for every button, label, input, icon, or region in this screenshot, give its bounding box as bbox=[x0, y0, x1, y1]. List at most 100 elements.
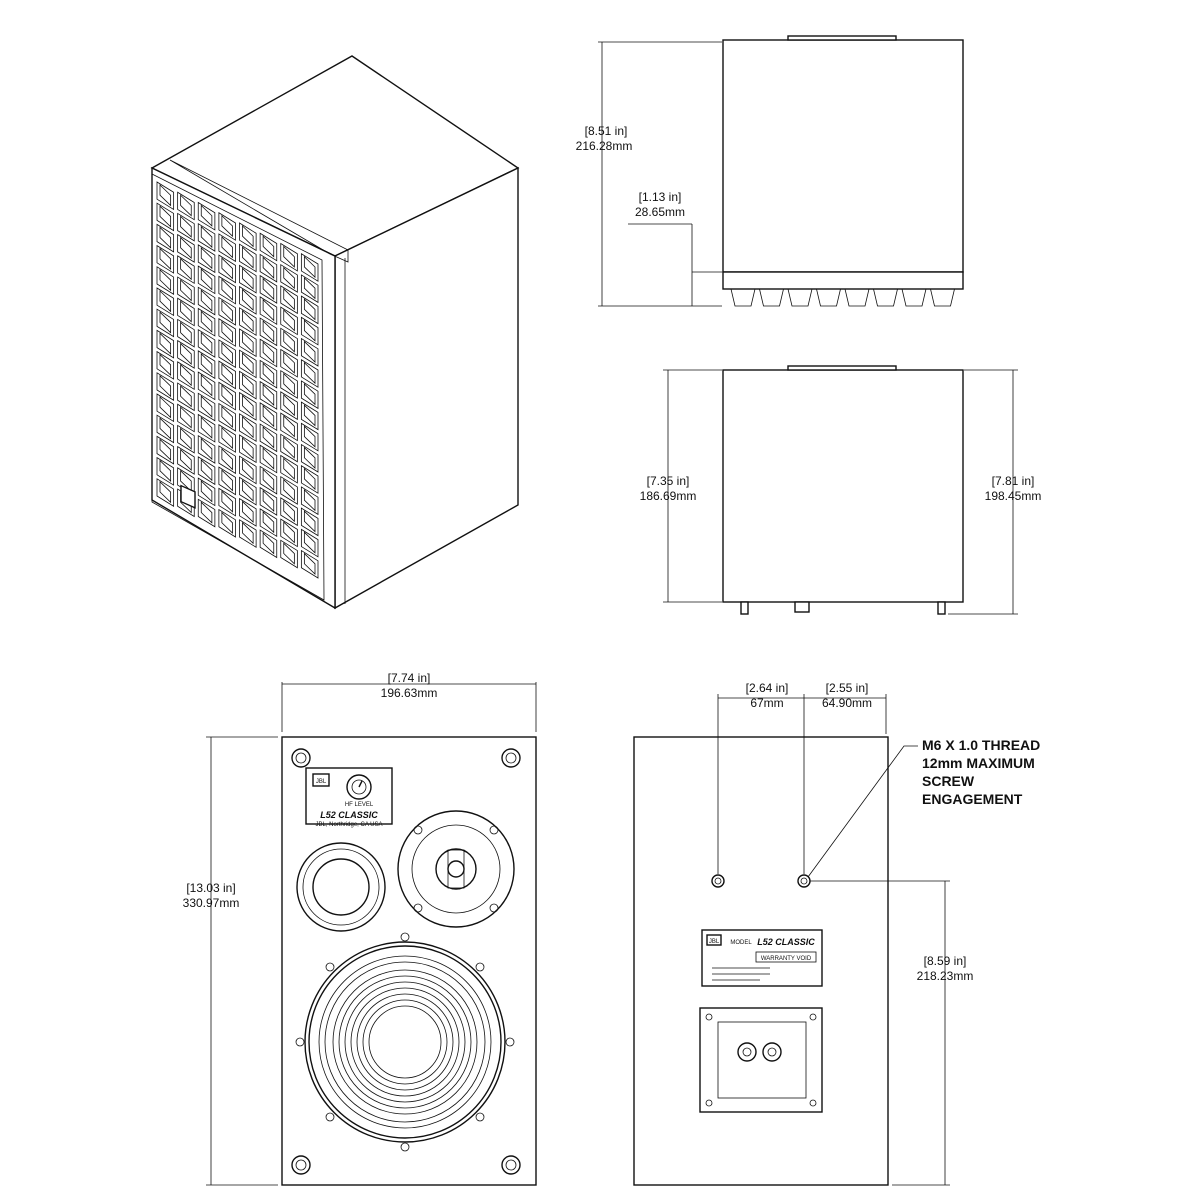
base-height-mm: 28.65mm bbox=[635, 205, 685, 219]
grille-cell bbox=[300, 486, 319, 516]
quadrex-grille bbox=[156, 181, 319, 579]
grille-cell bbox=[156, 414, 175, 444]
woofer-screw bbox=[325, 962, 335, 972]
grille-cell-inner bbox=[283, 287, 295, 311]
grille-cell bbox=[259, 402, 278, 432]
insert-left-mm: 67mm bbox=[750, 696, 783, 710]
grille-cell-inner bbox=[200, 289, 213, 312]
grille-cell-inner bbox=[221, 236, 233, 259]
woofer-screw bbox=[505, 1037, 515, 1047]
grille-cell-inner bbox=[303, 531, 316, 554]
grille-cell-inner bbox=[242, 479, 254, 502]
grille-cell-inner bbox=[221, 384, 233, 407]
grille-cell bbox=[156, 329, 175, 359]
insert-height-mm: 218.23mm bbox=[917, 969, 974, 983]
grille-cell-inner bbox=[303, 552, 316, 575]
top-cabinet bbox=[722, 369, 964, 603]
grille-cell-inner bbox=[159, 374, 172, 398]
grille-cell bbox=[280, 263, 298, 293]
rear-badge-text: JBL bbox=[709, 939, 720, 945]
woofer-ring bbox=[356, 993, 454, 1091]
terminal-cup bbox=[699, 1007, 823, 1113]
grille-cell bbox=[259, 465, 278, 495]
grille-cell-inner bbox=[221, 426, 233, 450]
grille-cell-inner bbox=[180, 427, 192, 450]
grille-cell bbox=[218, 254, 236, 284]
grille-cell-inner bbox=[159, 247, 172, 270]
grille-cell-inner bbox=[221, 511, 233, 534]
grille-cell bbox=[177, 255, 195, 285]
grille-cell-inner bbox=[200, 331, 213, 355]
grille-cell bbox=[259, 486, 278, 516]
binding-post-left[interactable] bbox=[737, 1042, 757, 1062]
grille-cell bbox=[280, 369, 298, 399]
grille-cell-inner bbox=[283, 499, 295, 523]
woofer-ring bbox=[344, 981, 466, 1103]
grille-cell bbox=[197, 307, 216, 337]
grille-cell bbox=[300, 507, 319, 537]
grille-cell-inner bbox=[159, 184, 172, 207]
grille-cell-inner bbox=[303, 446, 316, 469]
side-height-in: [8.51 in] bbox=[585, 124, 628, 138]
grille-cell-inner bbox=[200, 458, 213, 482]
grille-cell bbox=[197, 477, 216, 507]
grille-cell-inner bbox=[303, 383, 316, 406]
binding-post-right[interactable] bbox=[762, 1042, 782, 1062]
hf-level-knob[interactable] bbox=[346, 774, 372, 800]
warranty-void-label: WARRANTY VOID bbox=[761, 956, 812, 962]
grille-cell bbox=[300, 274, 319, 304]
grille-cell bbox=[218, 318, 236, 347]
grille-cell-inner bbox=[221, 214, 233, 238]
woofer-screw bbox=[325, 1112, 335, 1122]
grille-cell-inner bbox=[221, 469, 233, 492]
grille-cell-inner bbox=[180, 342, 192, 366]
grille-cell-inner bbox=[303, 510, 316, 533]
grille-cell-inner bbox=[159, 268, 172, 292]
side-cabinet bbox=[722, 39, 964, 273]
grille-cell bbox=[239, 285, 257, 315]
top-depth-right-in: [7.81 in] bbox=[992, 474, 1035, 488]
grille-cell bbox=[197, 392, 216, 422]
base-height-in: [1.13 in] bbox=[639, 190, 682, 204]
grille-cell bbox=[218, 233, 236, 263]
grille-cell bbox=[177, 276, 195, 306]
grille-cell-inner bbox=[242, 288, 254, 311]
insert-height-in: [8.59 in] bbox=[924, 954, 967, 968]
side-view: [8.51 in] 216.28mm [1.13 in] 28.65mm bbox=[576, 35, 964, 307]
woofer-screw bbox=[295, 1037, 305, 1047]
grille-cell-inner bbox=[159, 311, 172, 334]
grille-cell bbox=[259, 338, 278, 368]
grille-cell bbox=[280, 539, 298, 569]
grille-cell bbox=[218, 466, 236, 496]
grille-cell-inner bbox=[242, 394, 254, 417]
grille-cell bbox=[156, 266, 175, 295]
grille-cell bbox=[280, 285, 298, 315]
grille-cell bbox=[197, 286, 216, 316]
grille-cell-inner bbox=[242, 373, 254, 396]
grille-cell bbox=[259, 296, 278, 326]
top-edge-bevel bbox=[169, 159, 349, 263]
grille-cell bbox=[280, 348, 298, 378]
grille-cell bbox=[177, 233, 195, 263]
tweeter-flange bbox=[397, 810, 515, 928]
grille-cell-inner bbox=[159, 438, 172, 461]
grille-cell-inner bbox=[221, 363, 233, 386]
grille-cell bbox=[197, 265, 216, 295]
side-grille-tooth bbox=[787, 288, 813, 307]
threaded-insert-left bbox=[711, 874, 725, 888]
grille-cell bbox=[156, 308, 175, 338]
grille-cell-inner bbox=[221, 490, 233, 513]
woofer-screw bbox=[400, 932, 410, 942]
grille-cell-inner bbox=[200, 268, 213, 291]
grille-cell-inner bbox=[180, 279, 192, 302]
grille-cell-inner bbox=[303, 277, 316, 300]
side-base-plinth bbox=[722, 271, 964, 290]
grille-cell-inner bbox=[283, 393, 295, 417]
grille-cell bbox=[300, 528, 319, 558]
grille-cell bbox=[239, 349, 257, 379]
grille-cell-inner bbox=[303, 467, 316, 491]
grille-cell-inner bbox=[303, 255, 316, 279]
woofer-ring bbox=[332, 969, 478, 1115]
grille-cell bbox=[218, 402, 236, 432]
grille-cell bbox=[300, 337, 319, 367]
